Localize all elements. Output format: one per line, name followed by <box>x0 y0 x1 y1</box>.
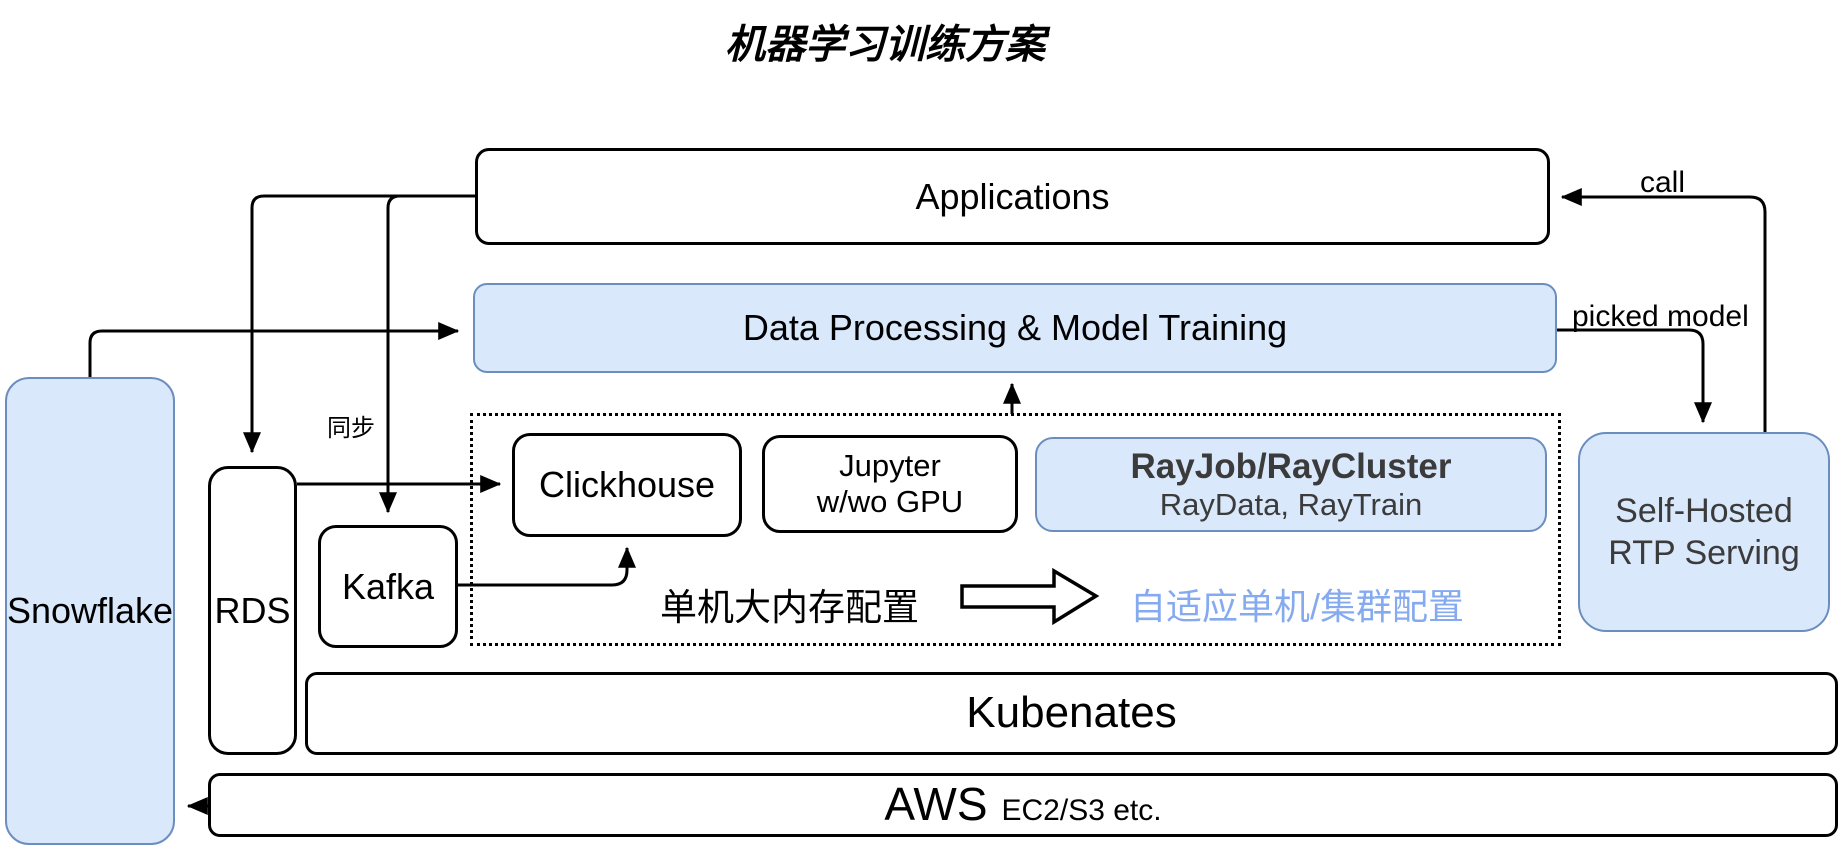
edge-label-sync: 同步 <box>327 415 375 442</box>
node-data-processing-model-training: Data Processing & Model Training <box>473 283 1557 373</box>
block-arrow-config-transition <box>960 567 1100 626</box>
arrow-kafka-to-clickhouse <box>458 546 636 587</box>
rtp-line1: Self-Hosted <box>1615 491 1793 530</box>
rayjob-title: RayJob/RayCluster <box>1130 446 1452 486</box>
node-rayjob-raycluster: RayJob/RayCluster RayData, RayTrain <box>1035 437 1547 532</box>
label-adaptive-cluster-config: 自适应单机/集群配置 <box>1130 586 1465 627</box>
node-clickhouse: Clickhouse <box>512 433 742 537</box>
arrow-snowflake-to-data-processing <box>88 322 460 377</box>
node-kafka: Kafka <box>318 525 458 648</box>
jupyter-line2: w/wo GPU <box>816 484 964 519</box>
training-runtime-dotted-group <box>470 413 1561 646</box>
arrow-applications-to-rds <box>243 194 475 454</box>
node-jupyter: Jupyter w/wo GPU <box>762 435 1018 533</box>
edge-label-picked-model: picked model <box>1572 300 1749 333</box>
jupyter-line1: Jupyter <box>839 448 941 484</box>
rayjob-subtitle: RayData, RayTrain <box>1159 486 1423 522</box>
label-single-machine-config: 单机大内存配置 <box>660 587 919 628</box>
edge-label-call: call <box>1640 166 1686 199</box>
node-aws: AWS EC2/S3 etc. <box>208 773 1838 837</box>
arrow-rtp-call-applications <box>1560 188 1767 432</box>
node-rds: RDS <box>208 466 297 755</box>
aws-suffix: EC2/S3 etc. <box>1001 794 1162 827</box>
arrow-applications-to-kafka <box>379 194 475 514</box>
node-kubernetes: Kubenates <box>305 672 1838 755</box>
rtp-line2: RTP Serving <box>1608 534 1800 572</box>
node-applications: Applications <box>475 148 1550 245</box>
node-self-hosted-rtp-serving: Self-Hosted RTP Serving <box>1578 432 1830 632</box>
diagram-title: 机器学习训练方案 <box>725 23 1045 67</box>
node-snowflake: Snowflake <box>5 377 175 845</box>
aws-label: AWS <box>884 778 988 830</box>
arrow-picked-model-to-rtp <box>1557 328 1712 424</box>
